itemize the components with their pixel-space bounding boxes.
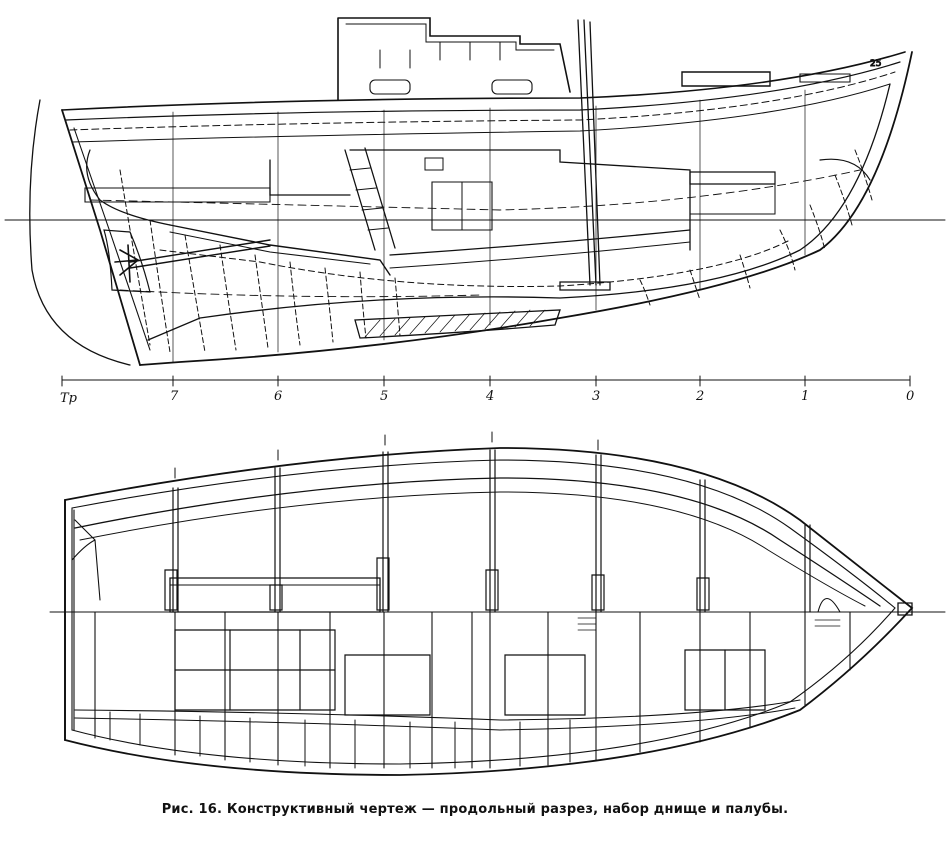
transom-inner (74, 128, 150, 350)
hull-bottom-profile (140, 52, 912, 365)
station-label-transom: Тр (60, 391, 78, 406)
station-marks-top (175, 432, 598, 478)
bottom-ties (110, 712, 570, 768)
station-verticals (173, 90, 805, 362)
stern-corner-knee (72, 520, 100, 600)
cabin-roof-inner (346, 24, 554, 50)
clamp-line (72, 84, 890, 142)
cockpit-seat (85, 188, 270, 202)
deck-posts (165, 558, 709, 610)
cabin-top-opening (170, 578, 380, 612)
cabin-porthole (425, 158, 443, 170)
keel-line-inner (160, 240, 790, 287)
station-ticks (62, 376, 910, 386)
stem-fitting (898, 603, 912, 615)
cabin-window-1 (370, 80, 410, 94)
bilge-stringer (90, 170, 860, 210)
longitudinal-section-view: 25 (5, 18, 945, 386)
bow-knee (820, 159, 870, 180)
bilge-stringer-lower (120, 290, 480, 297)
figure-caption: Рис. 16. Конструктивный чертеж — продоль… (161, 802, 789, 817)
stern-knee (87, 150, 170, 225)
bow-chock (818, 599, 840, 613)
propeller-shaft (130, 240, 270, 262)
floor-frames (95, 612, 850, 768)
station-label-5: 5 (380, 389, 388, 404)
propeller (115, 245, 138, 282)
station-label-2: 2 (695, 389, 704, 404)
cabin-side (338, 18, 570, 100)
deck-line-inner (66, 62, 900, 120)
mast-step (560, 282, 610, 290)
deck-edge-curve (75, 478, 880, 606)
forward-hatch (682, 72, 770, 86)
propeller-shaft-2 (130, 246, 270, 268)
cabin-roof-beams (380, 42, 500, 68)
rudder-outline (30, 100, 130, 365)
galley-bulkhead (270, 150, 690, 250)
berth-front (390, 242, 690, 268)
keel-line-upper (148, 84, 890, 340)
station-label-3: 3 (592, 389, 600, 404)
station-label-0: 0 (906, 389, 914, 404)
companionway-ladder (345, 148, 395, 250)
station-label-6: 6 (274, 389, 282, 404)
forward-bunk (690, 172, 775, 184)
sheer-line (62, 52, 905, 110)
engine-bed (170, 232, 370, 264)
station-label-4: 4 (485, 389, 494, 404)
deck-beams (173, 450, 810, 612)
ballast-keel-hatching (365, 310, 545, 337)
cabin-window-2 (492, 80, 532, 94)
frame-number-label: 25 (870, 59, 881, 69)
station-labels: Тр 7 6 5 4 3 2 1 0 (60, 389, 914, 406)
plan-hull-outline-outer (65, 448, 912, 775)
hull-frames (120, 150, 872, 352)
mast (578, 20, 600, 285)
transom (62, 110, 140, 365)
station-label-7: 7 (170, 389, 179, 404)
ballast-keel (355, 310, 560, 338)
shaft-tube-outline (104, 230, 150, 292)
construction-drawing: 25 Тр 7 6 5 4 3 2 (0, 0, 950, 790)
bottom-stringer-2 (75, 708, 795, 730)
forward-bunk-support (690, 184, 775, 214)
cabin-sole-grid (175, 630, 765, 715)
plan-hull-outline-inner (72, 460, 895, 764)
berth-top (390, 230, 690, 255)
framing-plan-view (50, 432, 945, 775)
cockpit-floor (170, 225, 390, 275)
bow-fitting (800, 74, 850, 82)
bunk-hatch-marks (578, 618, 840, 630)
station-label-1: 1 (801, 389, 809, 404)
ladder-steps (350, 168, 388, 230)
deck-edge-curve-2 (80, 492, 865, 606)
deck-beam-line (70, 72, 895, 130)
